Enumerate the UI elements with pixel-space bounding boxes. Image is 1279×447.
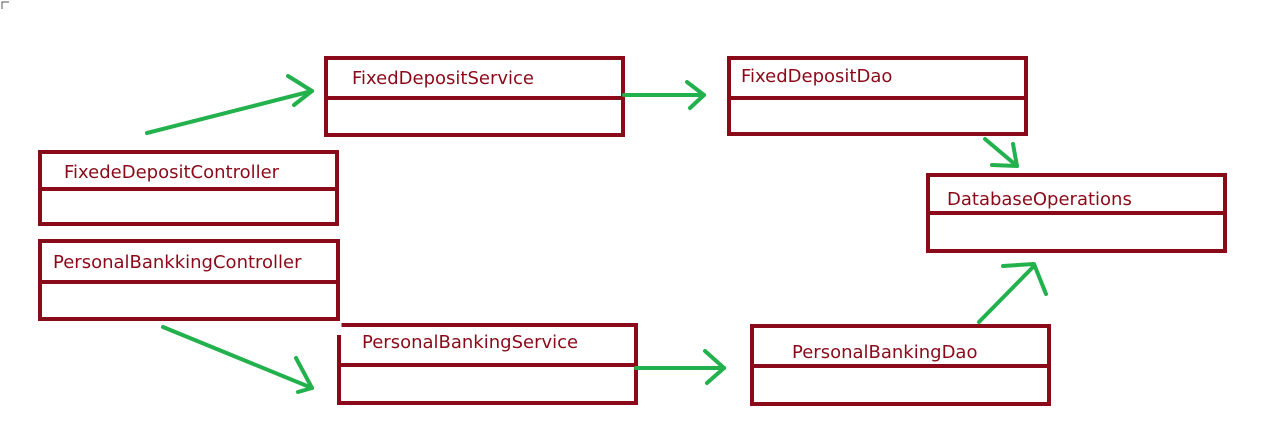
box-fixed-deposit-service[interactable]: FixedDepositService (324, 56, 625, 137)
arrow-shaft (145, 89, 314, 135)
arrow-shaft (977, 264, 1036, 324)
arrow-head (286, 74, 314, 107)
arrow-head (294, 356, 314, 394)
arrow-head (703, 349, 726, 385)
box-label-fixed-deposit-service: FixedDepositService (352, 68, 534, 89)
box-label-fixed-deposit-controller: FixedeDepositController (64, 162, 280, 183)
arrow-fixed-controller-to-service (145, 74, 314, 135)
arrow-personal-service-to-dao (634, 349, 726, 385)
box-label-personal-banking-dao: PersonalBankingDao (792, 342, 977, 363)
arrow-head (1001, 262, 1048, 296)
box-personal-banking-service[interactable]: PersonalBankingService (336, 323, 638, 405)
corner-cursor-mark (1, 1, 9, 9)
box-fixed-deposit-dao[interactable]: FixedDepositDao (727, 56, 1028, 136)
arrow-shaft (161, 325, 314, 390)
arrow-fixed-service-to-dao (622, 80, 706, 110)
arrow-shaft (983, 137, 1019, 168)
box-personal-banking-dao[interactable]: PersonalBankingDao (750, 324, 1051, 406)
box-personal-banking-controller[interactable]: PersonalBankkingController (38, 239, 340, 321)
box-label-personal-banking-controller: PersonalBankkingController (53, 252, 302, 273)
arrow-personal-controller-to-service (161, 325, 314, 394)
arrow-head (990, 142, 1019, 168)
box-fixed-deposit-controller[interactable]: FixedeDepositController (38, 150, 339, 226)
box-label-database-operations: DatabaseOperations (947, 189, 1132, 210)
box-database-operations[interactable]: DatabaseOperations (926, 173, 1227, 253)
arrow-personal-dao-to-database (977, 262, 1048, 324)
box-label-fixed-deposit-dao: FixedDepositDao (741, 66, 892, 87)
box-label-personal-banking-service: PersonalBankingService (362, 332, 578, 353)
arrow-fixed-dao-to-database (983, 137, 1019, 168)
arrow-head (685, 80, 706, 110)
